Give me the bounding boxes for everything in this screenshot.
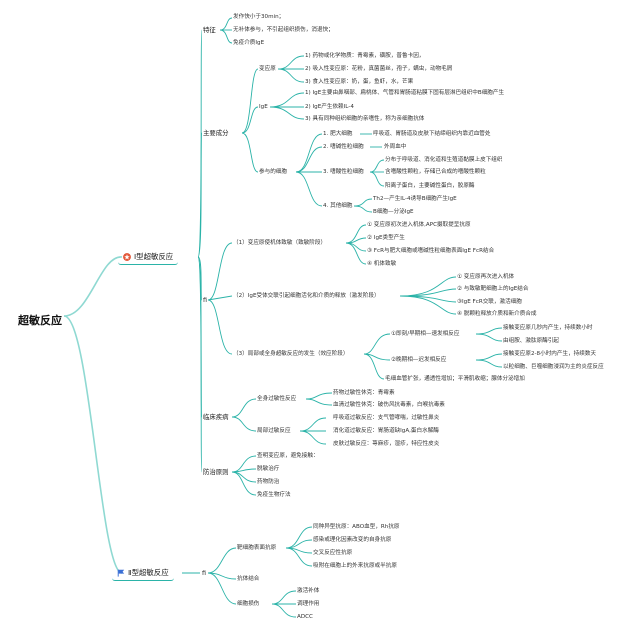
- early-phase-item: 由组胺、激肽原酶引起: [503, 338, 559, 344]
- features-item: 无补体参与，不引起组织损伤，消退快；: [233, 27, 334, 33]
- systemic-item: 药物过敏性休克：青霉素: [333, 390, 395, 396]
- local-item: 呼吸道过敏反应：支气管哮喘，过敏性鼻炎: [333, 415, 440, 421]
- local-item: 皮肤过敏反应：荨麻疹，湿疹，特应性皮炎: [333, 441, 440, 447]
- early-phase-item: 接触变应原几秒内产生，持续数小时: [503, 325, 593, 331]
- systemic-item: 血清过敏性休克：破伤风抗毒素，白喉抗毒素: [333, 402, 445, 408]
- late-phase-item: 以粒细胞、巨噬细胞浸润为主的炎症反应: [503, 364, 604, 370]
- antibody-binding-label: 抗体结合: [237, 576, 260, 582]
- allergen-item: 1) 药物或化学物质：青霉素，磺胺，普鲁卡因，: [305, 53, 425, 59]
- stage1-item: ② IgE类型产生: [367, 235, 405, 241]
- mast-cell-desc: 呼吸道、胃肠道及皮肤下结缔组织内靠近血管处: [373, 131, 491, 137]
- eosinophil-label: 3. 嗜酸性粒细胞: [323, 169, 364, 175]
- type1-title: Ⅰ型超敏反应: [134, 252, 174, 261]
- features-item: 发作快小于30min；: [233, 14, 285, 20]
- systemic-label: 全身过敏性反应: [257, 396, 297, 402]
- allergen-label: 变应原: [259, 66, 276, 72]
- type1-branch[interactable]: Ⅰ型超敏反应: [118, 249, 179, 265]
- features-item: 免疫介质IgE: [233, 40, 265, 46]
- other-cells-item: B细胞—分泌IgE: [373, 209, 414, 215]
- target-antigen-label: 靶细胞表面抗原: [237, 545, 277, 551]
- target-antigen-item: 吸附在细胞上的外来抗原或半抗原: [313, 563, 397, 569]
- eosinophil-item: 含嗜酸性颗粒，存储已合成的嗜酸性颗粒: [385, 169, 486, 175]
- ige-item: 2) IgE产生依赖IL-4: [305, 104, 354, 110]
- cell-damage-label: 细胞损伤: [237, 601, 260, 607]
- stage1-item: ③ FcR与肥大细胞或嗜碱性粒细胞表面IgE FcR结合: [367, 248, 495, 254]
- other-cells-item: Th2—产生IL-4诱导B细胞产生IgE: [373, 196, 457, 202]
- prevention-item: 免疫生物疗法: [257, 492, 291, 498]
- eosinophil-item: 分布于呼吸道、消化道和生殖道黏膜上皮下组织: [385, 157, 503, 163]
- components-label: 主要成分: [203, 129, 229, 137]
- target-antigen-item: 感染或理化因素改变的自身抗原: [313, 537, 392, 543]
- local-label: 局部过敏反应: [257, 428, 291, 434]
- mechanism-label: fi: [203, 296, 208, 304]
- late-phase-label: ②晚期相—迟发相反应: [391, 357, 447, 363]
- eosinophil-item: 阳离子蛋白，主要碱性蛋白，胶原酶: [385, 183, 475, 189]
- stage3-note: 毛细血管扩张，通透性增加；平滑肌收缩；腺体分泌增加: [385, 376, 525, 382]
- local-item: 消化道过敏反应：胃肠道缺IgA,蛋白水解酶: [333, 428, 439, 434]
- cell-damage-item: 激活补体: [297, 588, 320, 594]
- cell-damage-item: 调理作用: [297, 601, 320, 607]
- target-antigen-item: 交叉反应性抗原: [313, 550, 353, 556]
- cell-damage-item: ADCC: [297, 614, 313, 620]
- stage1-label: （1）变应原使机体致敏（致敏阶段）: [233, 240, 327, 246]
- allergen-item: 2) 吸入性变应原：花粉，真菌菌丝，孢子，螨虫，动物毛屑: [305, 66, 453, 72]
- type2-title: Ⅱ型超敏反应: [128, 568, 169, 577]
- stage3-label: （3）局部或全身超敏反应的发生（效应阶段）: [233, 351, 349, 357]
- features-label: 特征: [203, 26, 216, 34]
- prevention-label: 防治原则: [203, 468, 229, 476]
- prevention-item: 查明变应原，避免接触：: [257, 453, 319, 459]
- stage1-item: ④ 机体致敏: [367, 261, 397, 267]
- type2-mechanism-label: fi: [202, 569, 207, 577]
- late-phase-item: 接触变应原2-8小时内产生，持续数天: [503, 351, 597, 357]
- clinical-label: 临床疾病: [203, 413, 229, 421]
- stage2-item: ① 变应原再次进入机体: [457, 274, 515, 280]
- stage2-label: （2）IgE受体交联引起细胞活化和介质的释放（激发阶段）: [233, 293, 380, 299]
- mast-cell-label: 1. 肥大细胞: [323, 131, 353, 137]
- type2-branch[interactable]: Ⅱ型超敏反应: [112, 565, 174, 581]
- flag-icon: [117, 569, 125, 577]
- other-cells-label: 4. 其他细胞: [323, 203, 353, 209]
- early-phase-label: ①即刻/早期相—速发相反应: [391, 331, 460, 337]
- target-antigen-item: 同种异型抗原：ABO血型，Rh抗原: [313, 524, 400, 530]
- prevention-item: 脱敏治疗: [257, 466, 280, 472]
- prevention-item: 药物防治: [257, 479, 280, 485]
- ige-item: 1) IgE主要由鼻咽部、扁桃体、气管和胃肠道粘膜下固有层淋巴组织中B细胞产生: [305, 90, 505, 96]
- root-topic: 超敏反应: [18, 314, 62, 327]
- ige-label: IgE: [259, 104, 268, 110]
- basophil-label: 2. 嗜碱性粒细胞: [323, 144, 364, 150]
- stage2-item: ② 与致敏靶细胞上的IgE结合: [457, 286, 529, 292]
- stage1-item: ① 变应原初次进入机体,APC摄取提呈抗原: [367, 222, 471, 228]
- basophil-desc: 外周血中: [384, 144, 407, 150]
- allergen-item: 3) 食入性变应原：奶，蛋，鱼虾，水，芒果: [305, 79, 414, 85]
- ige-item: 3) 具有同种组织细胞的亲嗜性，称为亲细胞抗体: [305, 116, 425, 122]
- cells-label: 参与的细胞: [259, 169, 287, 175]
- stage2-item: ③IgE FcR交联，激活细胞: [457, 299, 522, 305]
- star-circle-icon: [123, 252, 131, 261]
- stage2-item: ④ 脱颗粒释放介质和新介质合成: [457, 311, 537, 317]
